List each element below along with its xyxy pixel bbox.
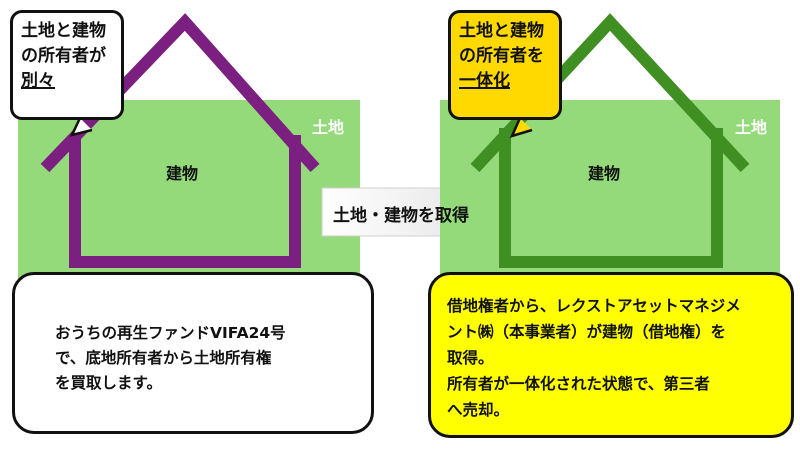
left-description-box: おうちの再生ファンドVIFA24号 で、底地所有者から土地所有権 を買取します。 (12, 272, 374, 434)
right-bubble-line2: の所有者を (459, 46, 544, 66)
right-note-line2: ント㈱（本事業者）が建物（借地権）を (447, 323, 727, 341)
right-note-line4: 所有者が一体化された状態で、第三者 (447, 375, 710, 393)
transfer-arrow-label: 土地・建物を取得 (333, 206, 469, 226)
left-note-line1: おうちの再生ファンドVIFA24号 (55, 324, 286, 342)
right-bubble-tail (509, 117, 533, 138)
left-building-label: 建物 (166, 164, 199, 183)
right-land-area (440, 100, 780, 280)
left-bubble-tail (69, 117, 93, 137)
right-note-line3: 取得。 (447, 349, 494, 367)
right-bubble-line3: 一体化 (459, 71, 510, 91)
right-ownership-bubble: 土地と建物 の所有者を 一体化 (448, 10, 562, 120)
left-bubble-line3: 別々 (21, 71, 55, 91)
left-bubble-line2: の所有者が (21, 46, 106, 66)
right-note-line1: 借地権者から、レクストアセットマネジメ (447, 297, 741, 315)
right-bubble-line1: 土地と建物 (459, 21, 544, 41)
left-land-label: 土地 (312, 118, 345, 137)
right-note-line5: へ売却。 (447, 401, 510, 419)
right-building-label: 建物 (588, 164, 621, 183)
right-description-box: 借地権者から、レクストアセットマネジメ ント㈱（本事業者）が建物（借地権）を 取… (428, 272, 794, 438)
left-bubble-line1: 土地と建物 (21, 21, 106, 41)
right-land-label: 土地 (735, 118, 768, 137)
left-note-line2: で、底地所有者から土地所有権 (55, 349, 272, 367)
left-ownership-bubble: 土地と建物 の所有者が 別々 (10, 10, 124, 120)
left-note-line3: を買取します。 (55, 374, 162, 392)
